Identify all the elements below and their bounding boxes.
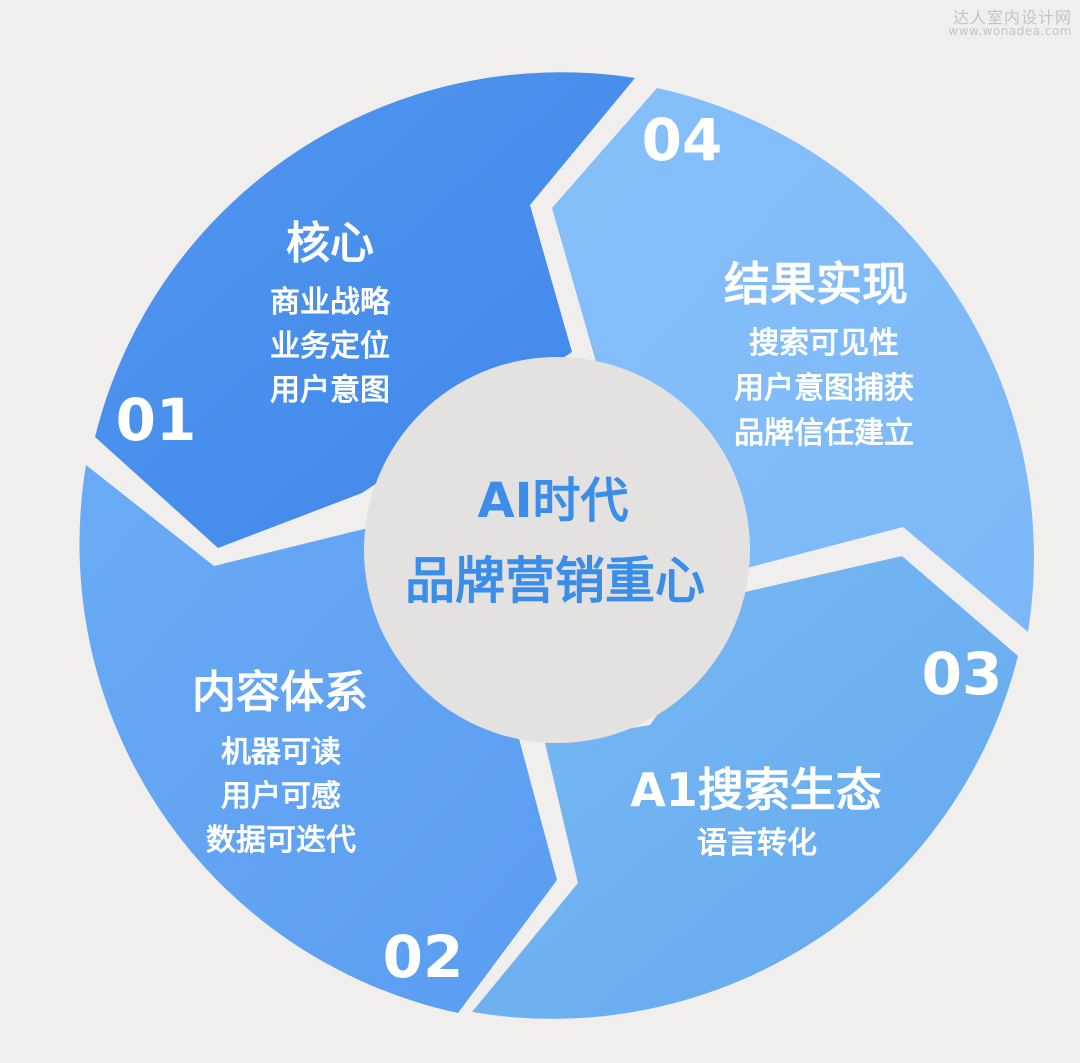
segment-01-number: 01 <box>116 386 197 454</box>
segment-04-item-3: 品牌信任建立 <box>734 416 914 451</box>
center-circle <box>364 357 750 743</box>
watermark-title: 达人室内设计网 <box>952 8 1072 27</box>
segment-04-number: 04 <box>642 106 723 174</box>
segment-03-number: 03 <box>922 640 1003 708</box>
segment-02-item-1: 机器可读 <box>221 735 341 770</box>
segment-04-item-2: 用户意图捕获 <box>734 371 914 406</box>
segment-01-item-2: 业务定位 <box>270 329 390 364</box>
segment-01-title: 核心 <box>286 218 374 269</box>
segment-03-shape <box>472 556 1018 1019</box>
segment-02-item-3: 数据可迭代 <box>206 823 356 858</box>
segment-01-item-3: 用户意图 <box>270 373 390 408</box>
segment-02-number: 02 <box>383 923 464 991</box>
segment-04-shape <box>552 88 1034 632</box>
segment-01-item-1: 商业战略 <box>270 285 391 320</box>
segment-03-title: A1搜索生态 <box>630 763 882 817</box>
center-title-line2: 品牌营销重心 <box>405 552 705 610</box>
segment-04-item-1: 搜索可见性 <box>749 326 899 361</box>
watermark-url: www.wonadea.com <box>948 24 1072 38</box>
segment-01-shape <box>95 72 635 548</box>
segment-02-shape <box>79 465 558 1013</box>
segment-03-item-1: 语言转化 <box>697 826 817 861</box>
segment-02-item-2: 用户可感 <box>221 779 341 814</box>
segment-02-title: 内容体系 <box>192 667 368 718</box>
center-title-line1: AI时代 <box>477 473 628 529</box>
segment-04-title: 结果实现 <box>724 257 908 311</box>
